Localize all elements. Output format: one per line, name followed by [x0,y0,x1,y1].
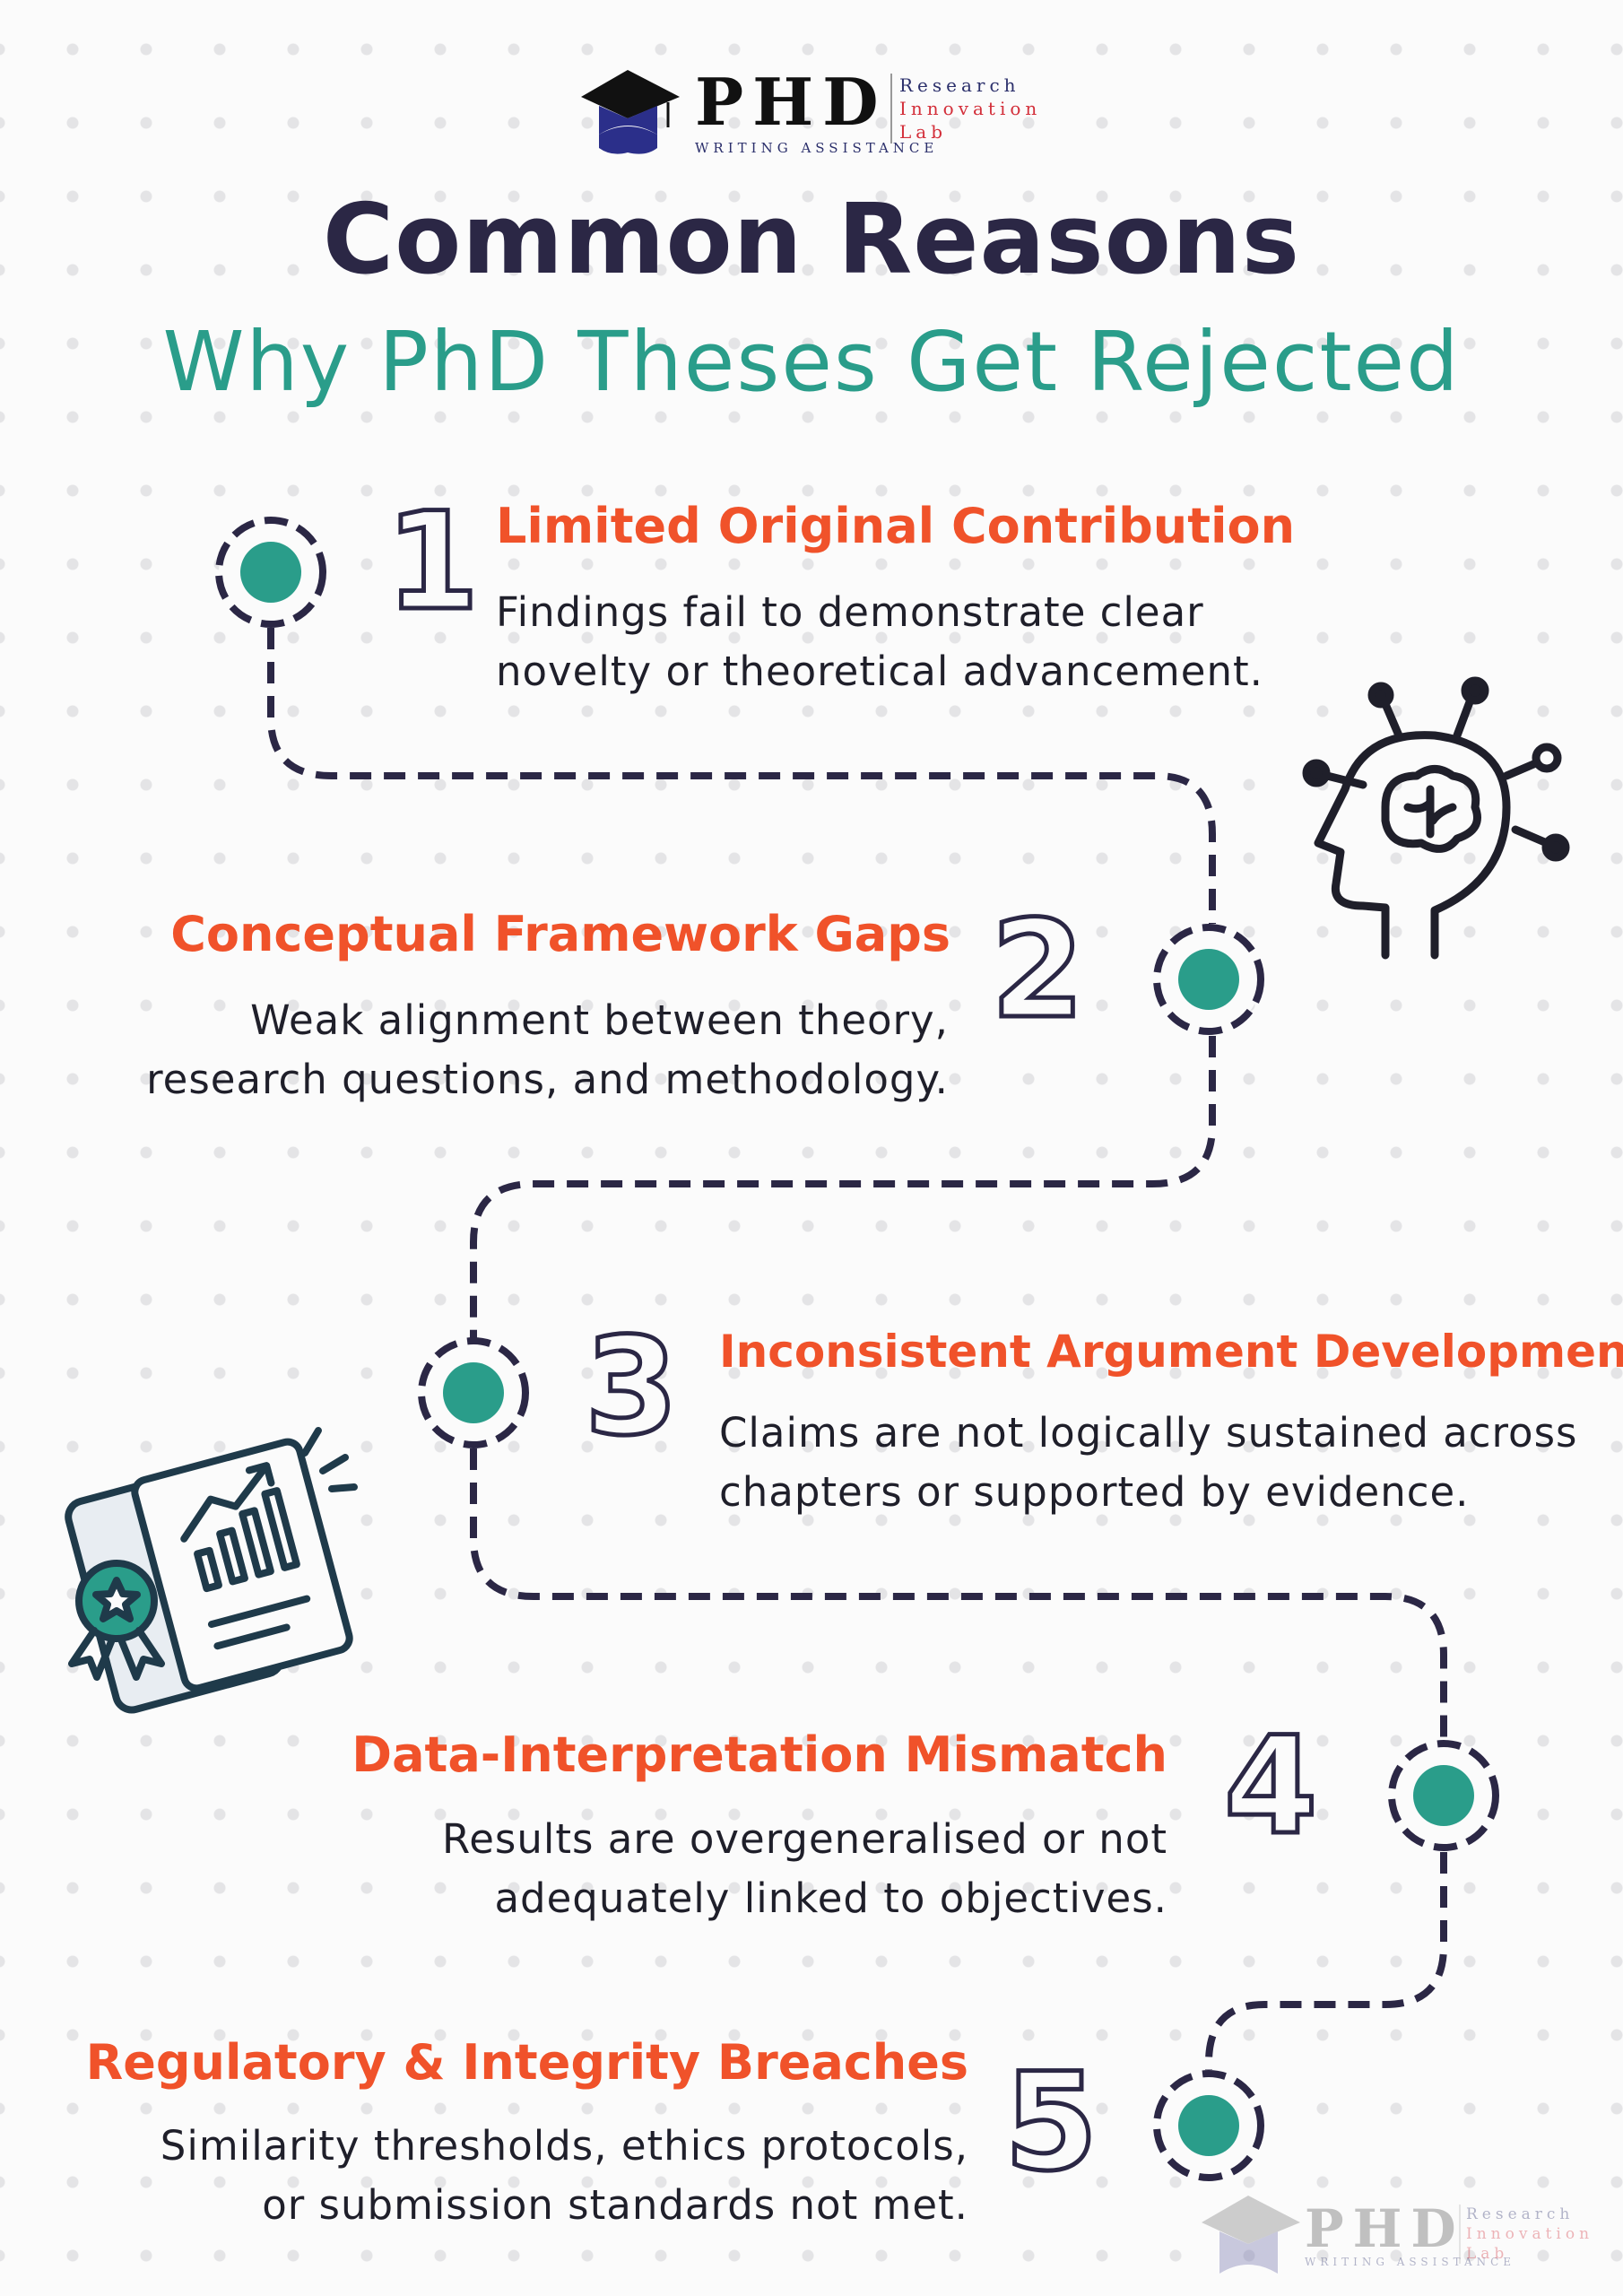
logo-side-line-1: Research [899,74,1020,96]
step-marker-5 [1153,2070,1264,2181]
page-title: Common Reasons [322,184,1301,296]
step-marker-2 [1153,924,1264,1035]
step-desc-line: research questions, and methodology. [146,1056,949,1103]
logo-tagline: WRITING ASSISTANCE [695,140,939,156]
step-desc-5: Similarity thresholds, ethics protocols,… [161,2117,968,2235]
watermark-tagline: WRITING ASSISTANCE [1305,2256,1516,2268]
step-title-1: Limited Original Contribution [496,498,1296,554]
step-desc-line: Results are overgeneralised or not [442,1815,1167,1863]
logo-cap-icon [581,70,680,154]
logo-side-line-3: Lab [899,121,948,143]
step-desc-line: Weak alignment between theory, [250,996,949,1044]
step-number-5: 5 [1002,2043,1099,2204]
step-desc-line: adequately linked to objectives. [494,1874,1167,1922]
logo: PHD WRITING ASSISTANCE [695,64,939,157]
step-desc-line: or submission standards not met. [262,2181,968,2229]
step-number-1: 1 [383,483,481,643]
step-desc-2: Weak alignment between theory, research … [146,991,949,1109]
logo-side: Research Innovation Lab [890,74,1041,144]
step-desc-1: Findings fail to demonstrate clear novel… [496,583,1263,701]
step-marker-3 [418,1337,529,1448]
watermark-cap-icon [1202,2196,1300,2274]
watermark-side: Research Innovation Lab [1459,2205,1593,2264]
step-desc-line: Findings fail to demonstrate clear [496,588,1204,636]
step-title-5: Regulatory & Integrity Breaches [85,2034,968,2091]
step-marker-1 [215,517,326,628]
watermark-side-line-3: Lab [1466,2245,1509,2263]
step-desc-line: novelty or theoretical advancement. [496,648,1263,695]
step-marker-4 [1388,1740,1499,1851]
step-desc-4: Results are overgeneralised or not adequ… [442,1810,1167,1928]
watermark-logo: PHD WRITING ASSISTANCE [1305,2202,1515,2268]
dashed-path [267,628,1447,2070]
logo-side-line-2: Innovation [899,98,1042,119]
page-subtitle: Why PhD Theses Get Rejected [162,314,1461,410]
watermark-side-line-2: Innovation [1466,2225,1594,2243]
step-title-2: Conceptual Framework Gaps [170,906,950,962]
step-desc-line: Similarity thresholds, ethics protocols, [160,2122,968,2170]
step-title-4: Data-Interpretation Mismatch [352,1726,1167,1783]
watermark-side-line-1: Research [1466,2205,1575,2223]
report-award-icon [65,1427,358,1714]
watermark-brand: PHD [1305,2198,1465,2259]
step-title-3: Inconsistent Argument Development [719,1326,1623,1378]
step-number-4: 4 [1221,1707,1319,1867]
step-number-3: 3 [582,1308,680,1468]
step-desc-line: chapters or supported by evidence. [719,1468,1470,1516]
brain-head-icon [1302,676,1570,960]
step-desc-line: Claims are not logically sustained acros… [719,1409,1578,1457]
step-number-2: 2 [988,891,1086,1051]
step-desc-3: Claims are not logically sustained acros… [719,1404,1577,1522]
logo-brand: PHD [695,64,888,140]
